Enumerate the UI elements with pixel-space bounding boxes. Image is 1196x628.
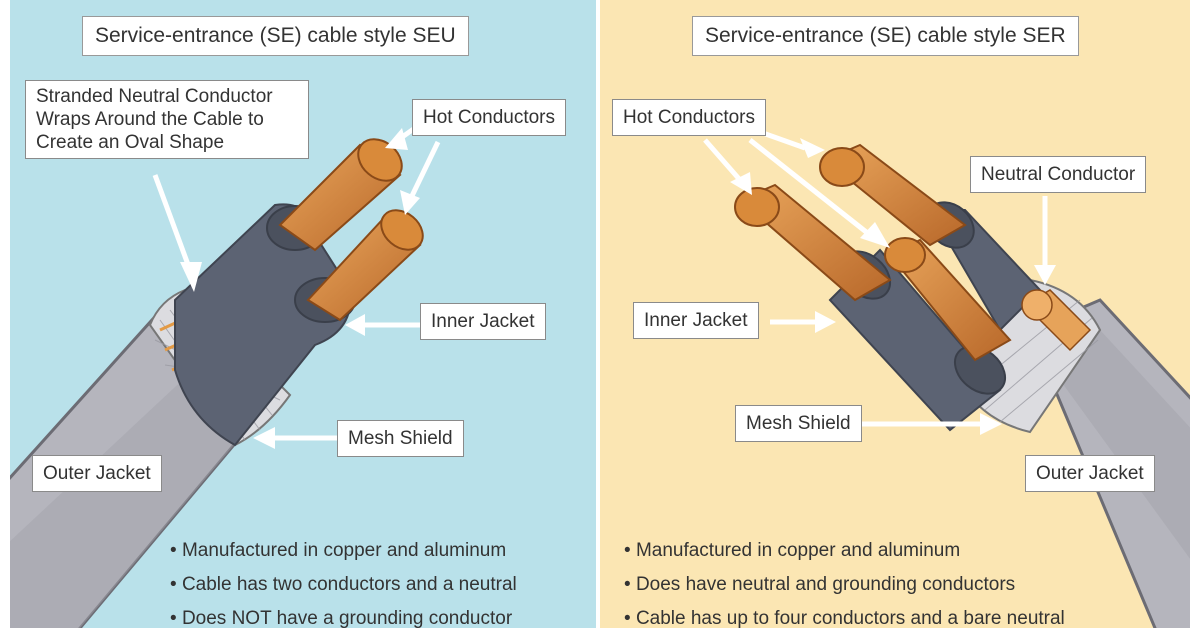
seu-title: Service-entrance (SE) cable style SEU — [82, 16, 469, 56]
ser-neutral-conductor — [1021, 289, 1092, 352]
seu-hot-conductors-label: Hot Conductors — [412, 99, 567, 136]
ser-arrows — [703, 129, 1056, 435]
ser-bullet-item: Does have neutral and grounding conducto… — [624, 568, 1065, 602]
ser-bullet-list: Manufactured in copper and aluminum Does… — [624, 534, 1065, 628]
seu-arrows — [152, 125, 441, 449]
seu-bullet-item: Does NOT have a grounding conductor — [170, 602, 517, 628]
ser-title: Service-entrance (SE) cable style SER — [692, 16, 1079, 56]
ser-bullet-item: Manufactured in copper and aluminum — [624, 534, 1065, 568]
seu-panel: Service-entrance (SE) cable style SEU St… — [10, 0, 596, 628]
seu-stranded-neutral-label: Stranded Neutral Conductor Wraps Around … — [25, 80, 309, 159]
ser-hot-conductors-label: Hot Conductors — [612, 99, 767, 136]
ser-hot-conductors — [734, 143, 1012, 362]
seu-stranded-neutral-line-2: Wraps Around the Cable to — [36, 109, 264, 130]
ser-neutral-conductor-label: Neutral Conductor — [970, 156, 1147, 193]
seu-stranded-neutral-line-1: Stranded Neutral Conductor — [36, 86, 273, 107]
seu-bullet-item: Cable has two conductors and a neutral — [170, 568, 517, 602]
ser-bullet-item: Cable has up to four conductors and a ba… — [624, 602, 1065, 628]
seu-bullet-list: Manufactured in copper and aluminum Cabl… — [170, 534, 517, 628]
seu-cable-illustration — [10, 125, 441, 628]
seu-hot-conductors — [278, 138, 424, 322]
ser-outer-jacket-label: Outer Jacket — [1025, 455, 1155, 492]
ser-inner-jacket-label: Inner Jacket — [633, 302, 759, 339]
seu-inner-jacket-label: Inner Jacket — [420, 303, 546, 340]
seu-bullet-item: Manufactured in copper and aluminum — [170, 534, 517, 568]
seu-stranded-neutral-line-3: Create an Oval Shape — [36, 132, 225, 153]
seu-outer-jacket-label: Outer Jacket — [32, 455, 162, 492]
ser-mesh-shield-label: Mesh Shield — [735, 405, 862, 442]
seu-mesh-shield-label: Mesh Shield — [337, 420, 464, 457]
ser-panel: Service-entrance (SE) cable style SER Ho… — [600, 0, 1190, 628]
